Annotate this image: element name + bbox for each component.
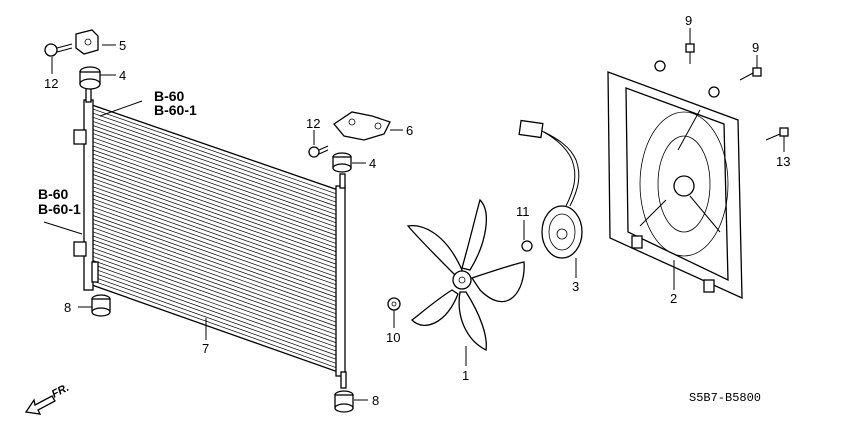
condenser-fin-line xyxy=(92,174,338,261)
condenser-top-left-pin xyxy=(85,87,92,103)
condenser-fin-line xyxy=(92,178,338,265)
condenser-fin-line xyxy=(92,129,338,216)
condenser-core xyxy=(91,104,339,373)
callout-7: 7 xyxy=(202,341,209,356)
condenser-fin-line xyxy=(92,227,338,315)
callout-1: 1 xyxy=(462,368,469,383)
callout-8-left: 8 xyxy=(64,300,71,315)
callout-5: 5 xyxy=(119,38,126,53)
condenser-fin-line xyxy=(92,206,338,294)
condenser-fin-line xyxy=(92,182,338,269)
condenser-fin-line xyxy=(92,251,338,340)
condenser-fin-line xyxy=(92,198,338,286)
condenser-fin-line xyxy=(92,194,338,282)
mount-cushion-4-left xyxy=(79,66,101,90)
mount-cushion-8-right xyxy=(334,390,354,413)
condenser-fin-line xyxy=(92,116,338,203)
bolt-9-right xyxy=(739,67,762,81)
condenser-fin-line xyxy=(92,161,338,249)
reference-left-b60-1: B-60-1 xyxy=(38,201,81,217)
callout-9-top: 9 xyxy=(685,13,692,28)
condenser-fin-line xyxy=(92,112,338,199)
condenser-fin-line xyxy=(92,268,338,356)
leader-lines xyxy=(43,28,785,401)
condenser-inlet-fitting xyxy=(73,129,87,145)
condenser-fin-line xyxy=(92,235,338,323)
condenser-fin-line xyxy=(92,121,338,207)
condenser-fin-line xyxy=(92,247,338,336)
condenser-fins xyxy=(92,108,338,369)
callout-11: 11 xyxy=(516,204,530,219)
reference-labels: B-60 B-60-1 B-60 B-60-1 xyxy=(38,88,197,217)
callout-4-left: 4 xyxy=(119,68,126,83)
condenser-fin-line xyxy=(92,215,338,303)
bolt-12-right xyxy=(308,145,329,158)
front-direction-indicator: FR. xyxy=(24,382,71,415)
condenser-fin-line xyxy=(92,211,338,298)
motor-3 xyxy=(518,119,583,259)
condenser-fin-line xyxy=(92,149,338,236)
callout-12-right: 12 xyxy=(306,116,320,131)
callout-13: 13 xyxy=(776,154,790,169)
condenser-fin-line xyxy=(92,276,338,365)
front-label: FR. xyxy=(50,382,71,401)
condenser-fin-line xyxy=(92,202,338,290)
bracket-5 xyxy=(75,29,99,55)
condenser-fin-line xyxy=(92,157,338,245)
callout-6: 6 xyxy=(406,123,413,138)
condenser-fin-line xyxy=(92,166,338,253)
condenser-fin-line xyxy=(92,219,338,307)
condenser-fin-line xyxy=(92,133,338,220)
condenser-fin-line xyxy=(92,256,338,344)
callout-2: 2 xyxy=(670,291,677,306)
condenser-fin-line xyxy=(92,141,338,228)
callout-12-left: 12 xyxy=(44,76,58,91)
callout-4-right: 4 xyxy=(369,156,376,171)
condenser-fin-line xyxy=(92,239,338,327)
condenser-outlet-fitting xyxy=(73,241,87,257)
bolt-9-top xyxy=(685,43,695,64)
diagram-code: S5B7-B5800 xyxy=(689,391,761,405)
condenser-bottom-left-pin xyxy=(91,261,99,283)
condenser-fin-line xyxy=(92,243,338,331)
callout-10: 10 xyxy=(386,330,400,345)
condenser xyxy=(73,87,347,389)
bolt-13 xyxy=(765,127,789,141)
callout-3: 3 xyxy=(572,279,579,294)
condenser-fin-line xyxy=(92,190,338,278)
callouts: 5 4 12 6 12 4 7 8 8 9 9 13 2 3 11 10 1 xyxy=(44,13,790,408)
condenser-fin-line xyxy=(92,108,338,195)
reference-left-b60: B-60 xyxy=(38,186,69,202)
callout-8-right: 8 xyxy=(372,393,379,408)
condenser-top-right-pin xyxy=(339,173,346,189)
condenser-fin-line xyxy=(92,231,338,319)
condenser-fin-line xyxy=(92,137,338,224)
callout-9-right: 9 xyxy=(752,40,759,55)
front-arrow-icon xyxy=(24,395,56,415)
condenser-fin-line xyxy=(92,223,338,311)
condenser-fin-line xyxy=(92,186,338,274)
condenser-fin-line xyxy=(92,153,338,240)
condenser-fin-line xyxy=(92,280,338,369)
condenser-fin-line xyxy=(92,170,338,257)
condenser-fin-line xyxy=(92,264,338,352)
motor-connector xyxy=(518,119,544,139)
condenser-fin-line xyxy=(92,145,338,232)
condenser-bottom-right-pin xyxy=(340,371,347,389)
mount-cushion-8-left xyxy=(91,294,111,317)
shroud-2 xyxy=(607,60,743,300)
condenser-fin-line xyxy=(92,260,338,348)
reference-top-b60-1: B-60-1 xyxy=(154,102,197,118)
nut-10 xyxy=(387,297,401,311)
mount-cushion-4-right xyxy=(332,152,352,173)
condenser-fin-line xyxy=(92,125,338,212)
reference-top-b60: B-60 xyxy=(154,88,185,104)
condenser-fin-line xyxy=(92,272,338,360)
fan-1 xyxy=(406,198,525,351)
condenser-right-tank xyxy=(335,185,346,377)
washer-11 xyxy=(521,240,533,252)
bracket-6 xyxy=(333,111,391,141)
bolt-12-left xyxy=(44,43,73,57)
